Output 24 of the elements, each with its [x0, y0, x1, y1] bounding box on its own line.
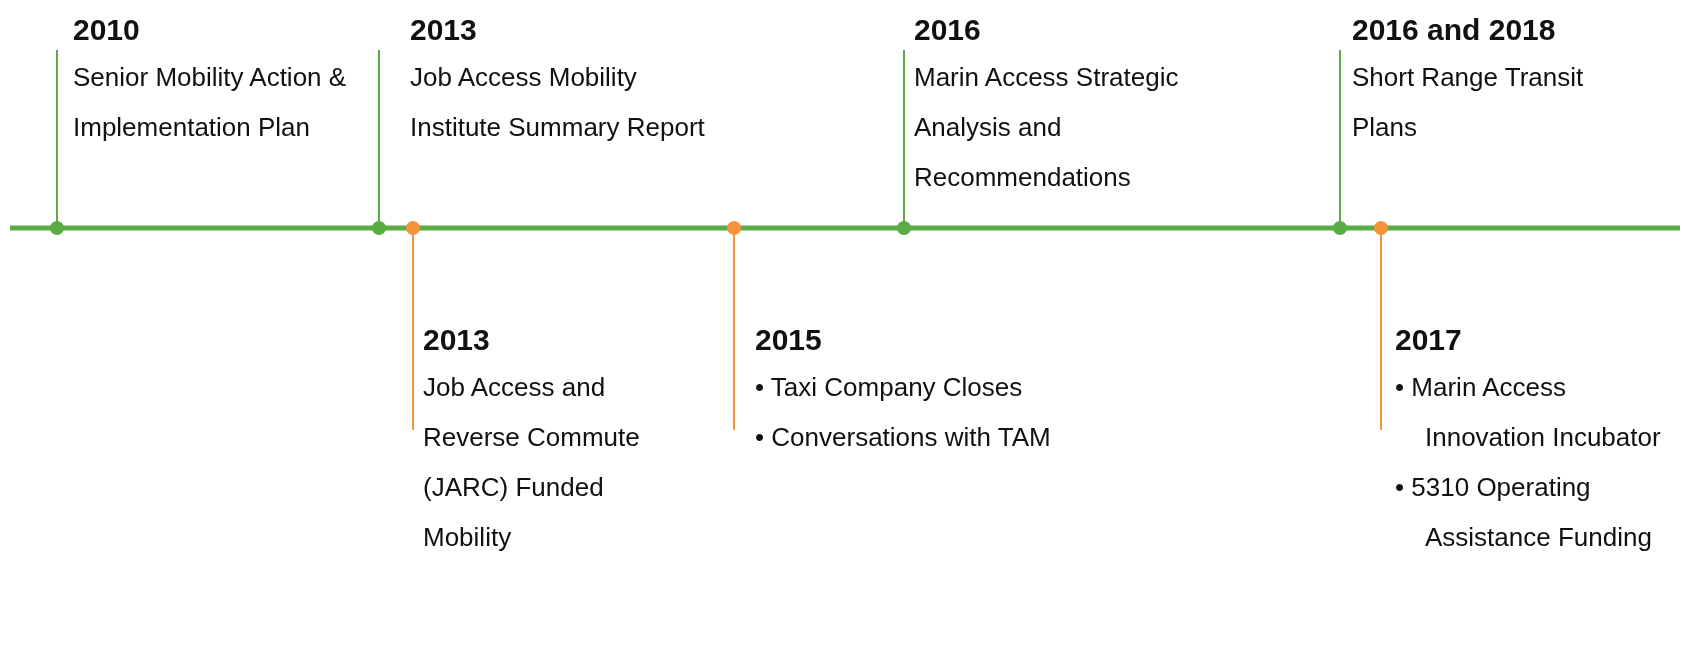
year-label: 2017 [1395, 322, 1462, 358]
timeline-tick [1333, 49, 1347, 235]
event-description: Job Access Mobility Institute Summary Report [410, 61, 706, 144]
timeline-axis [10, 225, 1680, 231]
timeline-tick [727, 221, 741, 431]
year-label: 2013 [410, 12, 477, 48]
timeline-tick [1374, 221, 1388, 431]
timeline-tick [50, 49, 64, 235]
timeline-tick [406, 221, 420, 431]
year-label: 2015 [755, 322, 822, 358]
bullet-item: • Taxi Company Closes [755, 371, 1024, 404]
year-label: 2016 [914, 12, 981, 48]
year-label: 2010 [73, 12, 140, 48]
bullet-item: • Marin Access Innovation Incubator [1395, 371, 1662, 454]
event-description: Senior Mobility Action & Implementation Plan [73, 61, 348, 144]
event-description: Job Access and Reverse Commute (JARC) Funded Mobility [423, 371, 641, 554]
bullet-item: • Conversations with TAM [755, 421, 1052, 454]
bullet-item: • 5310 Operating Assistance Funding [1395, 471, 1653, 554]
timeline-tick [897, 49, 911, 235]
timeline-tick [372, 49, 386, 235]
year-label: 2013 [423, 322, 490, 358]
event-description: Short Range Transit Plans [1352, 61, 1585, 144]
event-description: Marin Access Strategic Analysis and Recommendations [914, 61, 1180, 194]
year-label: 2016 and 2018 [1352, 12, 1556, 48]
